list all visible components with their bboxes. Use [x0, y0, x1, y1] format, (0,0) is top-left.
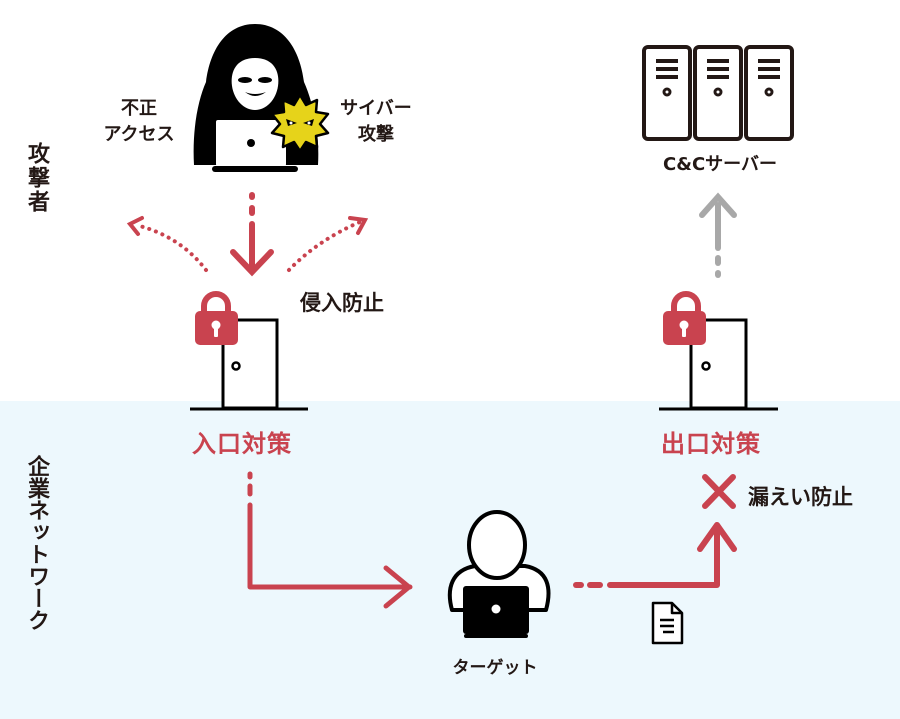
virus-icon — [270, 93, 330, 153]
target-person-icon — [447, 510, 551, 638]
attacker-zone-label: 攻撃者 — [24, 142, 49, 214]
cyber-attack-line2: 攻撃 — [358, 124, 394, 145]
deflected-arrow-left — [126, 216, 208, 272]
server-unit — [744, 45, 794, 141]
exfiltration-arrow-up — [699, 192, 737, 278]
leak-prevention-label: 漏えい防止 — [748, 485, 853, 509]
attack-arrow-down — [230, 192, 274, 277]
intrusion-path-arrow — [247, 471, 413, 609]
leak-path-arrow — [573, 522, 737, 588]
unauthorized-access-label: 不正 アクセス — [94, 96, 184, 148]
cc-server-label: C&Cサーバー — [663, 154, 777, 175]
server-unit — [693, 45, 743, 141]
document-icon — [651, 601, 684, 645]
entrance-lock-icon — [195, 291, 238, 345]
unauthorized-access-line1: 不正 — [121, 98, 157, 119]
server-unit — [642, 45, 692, 141]
cyber-attack-line1: サイバー — [340, 98, 412, 119]
blocked-x-icon — [702, 474, 736, 509]
deflected-arrow-right — [287, 216, 369, 272]
unauthorized-access-line2: アクセス — [103, 124, 175, 145]
exit-lock-icon — [663, 291, 706, 345]
cc-server-icon — [642, 45, 794, 141]
target-label: ターゲット — [452, 658, 538, 678]
intrusion-prevention-label: 侵入防止 — [300, 291, 384, 315]
network-zone-label: 企業ネットワーク — [24, 455, 49, 631]
entrance-measures-title: 入口対策 — [192, 430, 292, 458]
exit-measures-title: 出口対策 — [661, 430, 761, 458]
cyber-attack-label: サイバー 攻撃 — [326, 96, 426, 148]
corporate-network-zone — [0, 401, 900, 719]
